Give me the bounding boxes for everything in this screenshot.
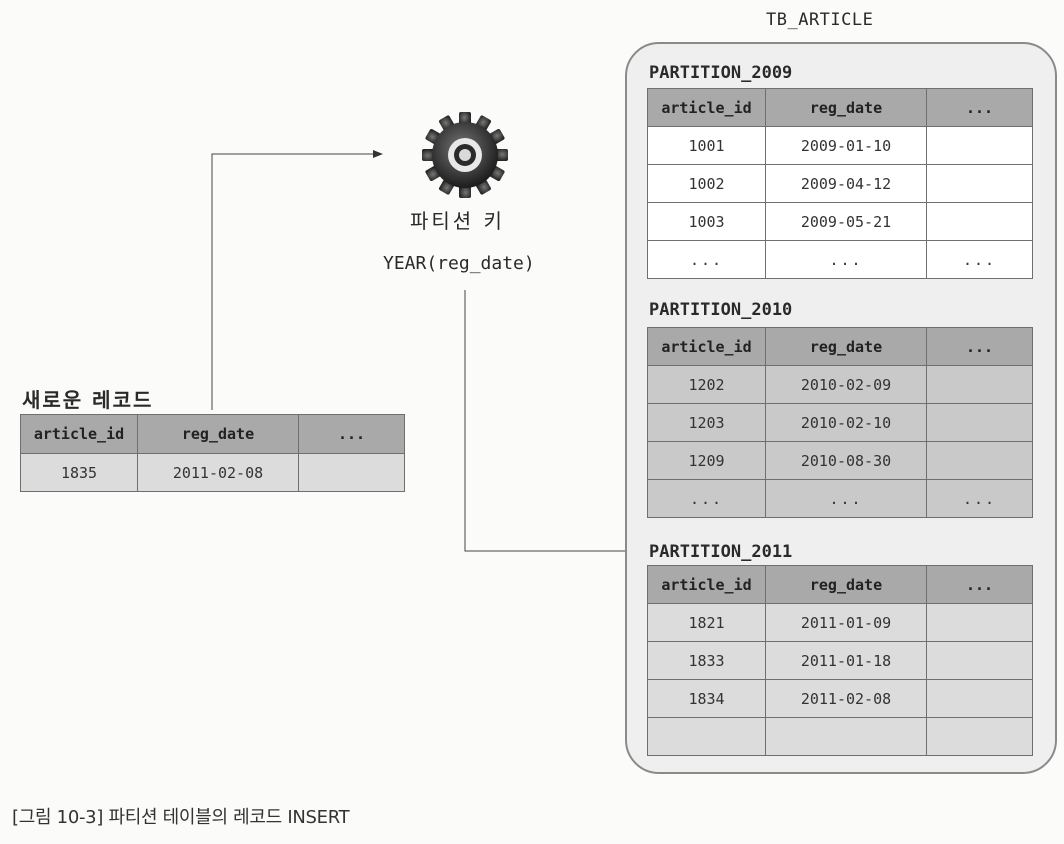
partition-table-2009: article_id reg_date ... 1001 2009-01-10 …: [647, 88, 1033, 279]
partition-title-2010: PARTITION_2010: [649, 300, 793, 320]
cell-other: [926, 126, 1033, 165]
column-header: ...: [298, 414, 405, 454]
cell-reg-date: 2011-01-18: [765, 641, 927, 680]
partition-title-2009: PARTITION_2009: [649, 63, 793, 83]
cell-reg-date: [765, 717, 927, 756]
table-row: 1835 2011-02-08: [20, 453, 405, 492]
partition-table-2010: article_id reg_date ... 1202 2010-02-09 …: [647, 327, 1033, 518]
cell-other: [926, 403, 1033, 442]
partition-key-expression: YEAR(reg_date): [383, 253, 535, 274]
cell-other: [926, 365, 1033, 404]
new-record-table: article_id reg_date ... 1835 2011-02-08: [20, 414, 405, 492]
table-row: [647, 717, 1033, 756]
table-row: 1821 2011-01-09: [647, 603, 1033, 642]
cell-reg-date: ...: [765, 240, 927, 279]
cell-reg-date: 2009-01-10: [765, 126, 927, 165]
column-header: ...: [926, 565, 1033, 604]
table-row: 1003 2009-05-21: [647, 202, 1033, 241]
table-row: 1209 2010-08-30: [647, 441, 1033, 480]
table-row: 1202 2010-02-09: [647, 365, 1033, 404]
cell-other: [926, 717, 1033, 756]
table-row: 1001 2009-01-10: [647, 126, 1033, 165]
cell-reg-date: 2011-02-08: [137, 453, 299, 492]
figure-caption: [그림 10-3] 파티션 테이블의 레코드 INSERT: [12, 807, 350, 828]
arrow-record-to-key: [211, 150, 383, 410]
column-header: article_id: [20, 414, 138, 454]
cell-other: ...: [926, 240, 1033, 279]
cell-article-id: 1203: [647, 403, 766, 442]
cell-article-id: ...: [647, 479, 766, 518]
cell-article-id: 1833: [647, 641, 766, 680]
cell-reg-date: 2010-02-09: [765, 365, 927, 404]
partition-table-2011: article_id reg_date ... 1821 2011-01-09 …: [647, 565, 1033, 756]
cell-article-id: 1209: [647, 441, 766, 480]
cell-reg-date: 2010-08-30: [765, 441, 927, 480]
column-header: reg_date: [765, 327, 927, 366]
cell-reg-date: 2010-02-10: [765, 403, 927, 442]
cell-article-id: 1834: [647, 679, 766, 718]
cell-reg-date: 2009-04-12: [765, 164, 927, 203]
column-header: reg_date: [765, 88, 927, 127]
cell-other: [926, 641, 1033, 680]
table-row: 1833 2011-01-18: [647, 641, 1033, 680]
partition-title-2011: PARTITION_2011: [649, 542, 793, 562]
column-header: ...: [926, 88, 1033, 127]
gear-icon: [420, 110, 510, 204]
cell-article-id: 1003: [647, 202, 766, 241]
table-row: ... ... ...: [647, 240, 1033, 279]
cell-reg-date: 2011-02-08: [765, 679, 927, 718]
column-header: article_id: [647, 327, 766, 366]
cell-article-id: 1835: [20, 453, 138, 492]
cell-article-id: [647, 717, 766, 756]
cell-other: [926, 164, 1033, 203]
cell-article-id: 1821: [647, 603, 766, 642]
column-header: ...: [926, 327, 1033, 366]
column-header: article_id: [647, 88, 766, 127]
cell-reg-date: 2009-05-21: [765, 202, 927, 241]
table-row: 1002 2009-04-12: [647, 164, 1033, 203]
cell-article-id: ...: [647, 240, 766, 279]
cell-article-id: 1002: [647, 164, 766, 203]
cell-article-id: 1202: [647, 365, 766, 404]
cell-other: ...: [926, 479, 1033, 518]
cell-article-id: 1001: [647, 126, 766, 165]
arrow-key-to-partition-2011: [464, 290, 649, 555]
column-header: article_id: [647, 565, 766, 604]
table-row: ... ... ...: [647, 479, 1033, 518]
column-header: reg_date: [137, 414, 299, 454]
partition-key-label: 파티션 키: [410, 209, 505, 233]
cell-other: [926, 441, 1033, 480]
new-record-title: 새로운 레코드: [22, 388, 154, 412]
table-row: 1834 2011-02-08: [647, 679, 1033, 718]
cell-reg-date: 2011-01-09: [765, 603, 927, 642]
column-header: reg_date: [765, 565, 927, 604]
cell-other: [926, 202, 1033, 241]
cell-other: [926, 603, 1033, 642]
cell-other: [926, 679, 1033, 718]
cell-other: [298, 453, 405, 492]
cell-reg-date: ...: [765, 479, 927, 518]
table-row: 1203 2010-02-10: [647, 403, 1033, 442]
table-name: TB_ARTICLE: [766, 10, 874, 30]
